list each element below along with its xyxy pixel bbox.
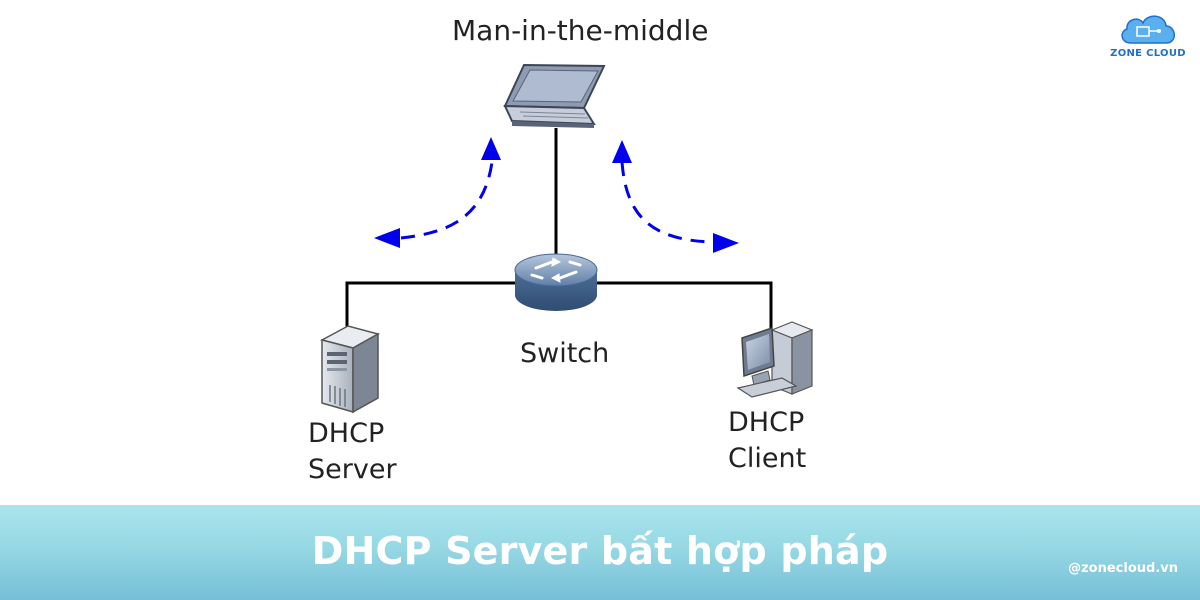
title-banner: DHCP Server bất hợp pháp @zonecloud.vn: [0, 505, 1200, 600]
label-switch: Switch: [520, 338, 610, 369]
banner-handle: @zonecloud.vn: [1068, 561, 1178, 576]
arrow-heads: [374, 137, 739, 253]
link-lines: [345, 128, 773, 330]
arrow-left-path: [400, 161, 494, 240]
arrow-head-right: [713, 233, 739, 253]
label-man-in-the-middle: Man-in-the-middle: [452, 14, 709, 47]
label-dhcp-client: DHCP Client: [728, 405, 806, 477]
network-diagram: [319, 63, 814, 414]
label-dhcp-server-line2: Server: [308, 454, 397, 485]
label-dhcp-client-line1: DHCP: [728, 407, 805, 438]
zonecloud-logo: ZONE CLOUD: [1110, 10, 1186, 60]
label-dhcp-server-line1: DHCP: [308, 418, 385, 449]
arrow-head-left: [374, 228, 400, 248]
traffic-arrows: [400, 161, 713, 244]
server-icon: [319, 325, 380, 414]
laptop-icon: [503, 63, 606, 128]
pc-icon: [736, 321, 814, 398]
arrow-head-left-up: [481, 137, 501, 160]
link-switch-server: [345, 281, 517, 330]
arrow-head-right-up: [612, 140, 632, 163]
cloud-icon: [1121, 15, 1175, 44]
arrow-right-path: [620, 161, 713, 244]
label-dhcp-client-line2: Client: [728, 443, 807, 474]
label-dhcp-server: DHCP Server: [308, 416, 397, 488]
link-switch-client: [596, 281, 773, 330]
banner-title: DHCP Server bất hợp pháp: [311, 529, 889, 573]
switch-icon: [514, 253, 598, 311]
logo-text: ZONE CLOUD: [1110, 48, 1186, 59]
